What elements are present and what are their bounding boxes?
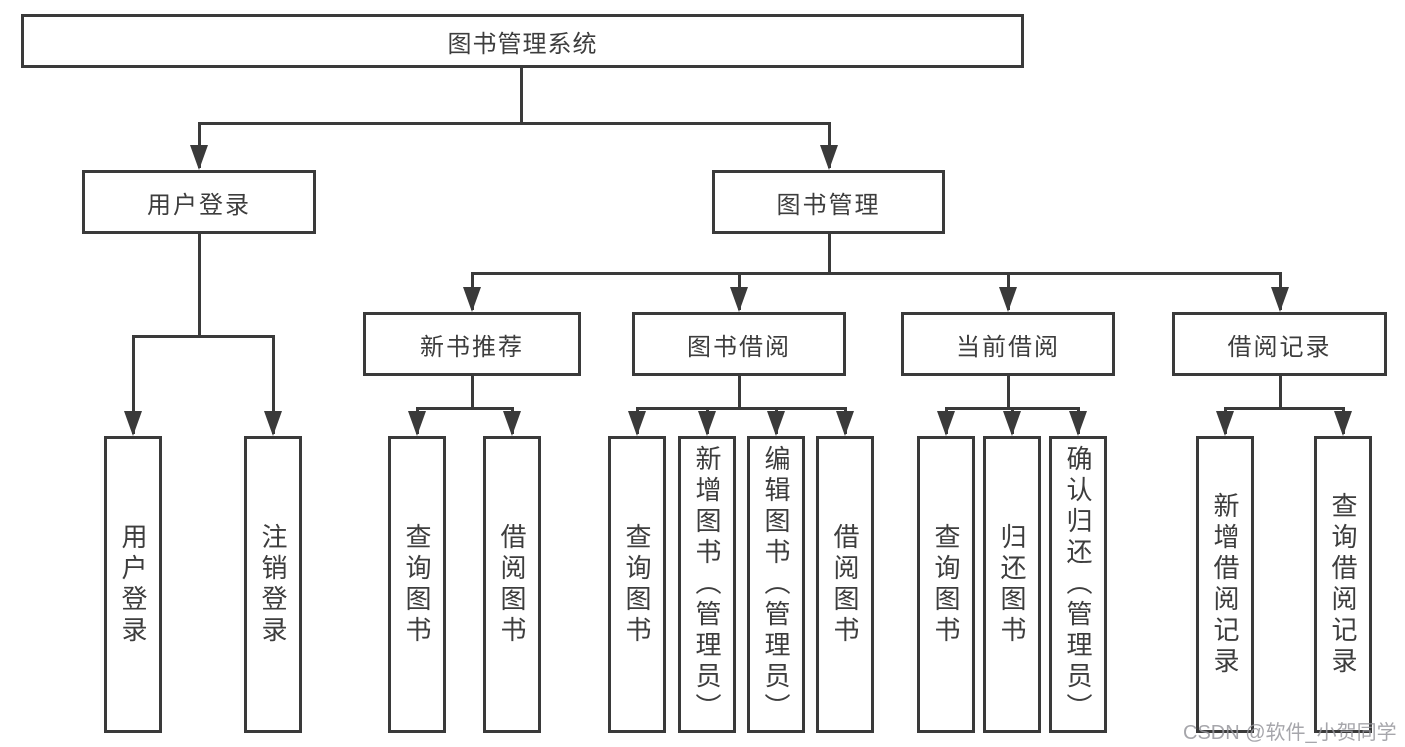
- leaf-add-borrow-record: 新增借阅记录: [1196, 436, 1254, 733]
- connector-line: [1007, 376, 1010, 410]
- connector-line: [1224, 407, 1345, 410]
- leaf-borrow-books-1: 借阅图书: [483, 436, 541, 733]
- arrow-down-icon: [503, 411, 521, 436]
- node-label: 图书管理: [776, 191, 881, 219]
- node-label: 图书管理系统: [447, 30, 598, 58]
- leaf-query-borrow-record: 查询借阅记录: [1314, 436, 1372, 733]
- arrow-down-icon: [1069, 411, 1087, 436]
- connector-line: [416, 407, 514, 410]
- leaf-logout: 注销登录: [244, 436, 302, 733]
- leaf-add-books-admin: 新增图书（管理员）: [678, 436, 736, 733]
- leaf-label: 注销登录: [258, 522, 288, 647]
- node-label: 当前借阅: [956, 333, 1060, 361]
- node-book-borrowing: 图书借阅: [632, 312, 846, 376]
- connector-line: [132, 335, 135, 434]
- leaf-query-books-3: 查询图书: [917, 436, 975, 733]
- leaf-label: 编辑图书（管理员）: [761, 445, 791, 724]
- leaf-label: 新增图书（管理员）: [692, 445, 722, 724]
- arrow-down-icon: [1216, 411, 1234, 436]
- connector-line: [272, 335, 275, 434]
- leaf-label: 借阅图书: [830, 522, 860, 647]
- connector-line: [828, 234, 831, 275]
- leaf-confirm-return-admin: 确认归还（管理员）: [1049, 436, 1107, 733]
- connector-line: [198, 234, 201, 338]
- leaf-edit-books-admin: 编辑图书（管理员）: [747, 436, 805, 733]
- arrow-down-icon: [463, 287, 481, 312]
- node-book-management: 图书管理: [712, 170, 945, 234]
- arrow-down-icon: [999, 287, 1017, 312]
- arrow-down-icon: [1271, 287, 1289, 312]
- leaf-query-books-2: 查询图书: [608, 436, 666, 733]
- leaf-user-login: 用户登录: [104, 436, 162, 733]
- leaf-label: 归还图书: [997, 522, 1027, 647]
- connector-line: [738, 376, 741, 410]
- arrow-down-icon: [264, 411, 282, 436]
- connector-line: [1279, 376, 1282, 410]
- node-label: 图书借阅: [687, 333, 791, 361]
- arrow-down-icon: [820, 145, 838, 170]
- leaf-query-books-1: 查询图书: [388, 436, 446, 733]
- node-borrowing-records: 借阅记录: [1172, 312, 1387, 376]
- node-current-borrowing: 当前借阅: [901, 312, 1115, 376]
- arrow-down-icon: [937, 411, 955, 436]
- node-label: 新书推荐: [420, 333, 524, 361]
- connector-line: [471, 272, 1281, 275]
- connector-line: [636, 407, 847, 410]
- leaf-label: 确认归还（管理员）: [1063, 445, 1093, 724]
- arrow-down-icon: [698, 411, 716, 436]
- arrow-down-icon: [190, 145, 208, 170]
- leaf-label: 新增借阅记录: [1210, 491, 1240, 678]
- connector-line: [198, 122, 831, 125]
- connector-line: [132, 335, 275, 338]
- leaf-return-books: 归还图书: [983, 436, 1041, 733]
- node-new-book-recommendation: 新书推荐: [363, 312, 581, 376]
- leaf-label: 查询图书: [402, 522, 432, 647]
- connector-line: [520, 68, 523, 122]
- arrow-down-icon: [408, 411, 426, 436]
- node-label: 用户登录: [147, 191, 251, 219]
- leaf-label: 查询图书: [622, 522, 652, 647]
- leaf-borrow-books-2: 借阅图书: [816, 436, 874, 733]
- arrow-down-icon: [767, 411, 785, 436]
- node-user-login: 用户登录: [82, 170, 316, 234]
- connector-line: [471, 376, 474, 410]
- arrow-down-icon: [1334, 411, 1352, 436]
- arrow-down-icon: [1003, 411, 1021, 436]
- leaf-label: 查询图书: [931, 522, 961, 647]
- arrow-down-icon: [628, 411, 646, 436]
- arrow-down-icon: [124, 411, 142, 436]
- watermark: CSDN @软件_小贺同学: [1183, 722, 1397, 744]
- arrow-down-icon: [730, 287, 748, 312]
- arrow-down-icon: [836, 411, 854, 436]
- leaf-label: 查询借阅记录: [1328, 491, 1358, 678]
- node-label: 借阅记录: [1227, 333, 1332, 361]
- leaf-label: 用户登录: [118, 522, 148, 647]
- leaf-label: 借阅图书: [497, 522, 527, 647]
- node-library-system: 图书管理系统: [21, 14, 1024, 68]
